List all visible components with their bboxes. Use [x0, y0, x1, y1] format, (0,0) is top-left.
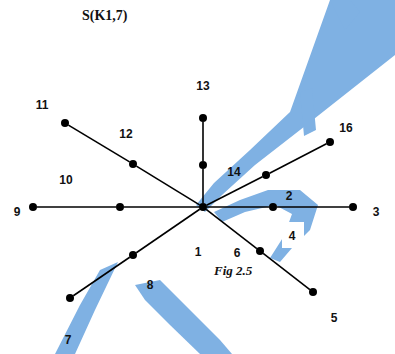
graph-edge: [136, 166, 199, 205]
watermark-notch: [282, 222, 304, 248]
vertex-label: 14: [227, 166, 240, 178]
watermark-hook: [214, 190, 318, 262]
watermark-band: [330, 0, 360, 30]
graph-vertex: 2: [262, 171, 270, 179]
figure-title: S(K1,7): [82, 8, 128, 24]
graph-vertex: 4: [269, 203, 277, 211]
graph-vertex: 10: [116, 203, 124, 211]
vertex-label: 4: [289, 230, 296, 242]
graph-vertex: 9: [29, 203, 37, 211]
watermark-band: [300, 88, 316, 136]
graph-edge: [37, 206, 116, 208]
graph-vertex: 1: [199, 203, 207, 211]
graph-edge: [263, 253, 310, 289]
graph-vertex: 12: [129, 160, 137, 168]
graph-edge: [202, 122, 204, 161]
graph-vertex: 5: [309, 288, 317, 296]
vertex-label: 12: [119, 128, 132, 140]
vertex-label: 13: [196, 80, 209, 92]
figure-caption: Fig 2.5: [214, 263, 252, 279]
graph-vertex: 16: [326, 138, 334, 146]
graph-vertex: 13: [199, 114, 207, 122]
vertex-label: 9: [14, 206, 21, 218]
vertex-label: 3: [373, 206, 380, 218]
graph-vertex: 6: [256, 247, 264, 255]
vertex-label: 10: [59, 174, 72, 186]
graph-edge: [124, 206, 199, 208]
watermark-band: [55, 262, 118, 354]
graph-vertex: 14: [199, 161, 207, 169]
graph-edge: [207, 206, 269, 208]
graph-vertex: 8: [129, 251, 137, 259]
vertex-label: 2: [286, 190, 293, 202]
vertex-label: 7: [65, 334, 72, 346]
vertex-label: 16: [339, 122, 352, 134]
graph-edge: [270, 144, 327, 173]
watermark-notch: [334, 118, 360, 140]
watermark-band: [196, 0, 395, 212]
vertex-label: 1: [195, 246, 202, 258]
vertex-label: 8: [147, 279, 154, 291]
graph-edge: [277, 206, 349, 208]
graph-vertex: 11: [61, 119, 69, 127]
watermark-band: [135, 280, 232, 354]
graph-vertex: 7: [66, 294, 74, 302]
vertex-label: 5: [331, 312, 338, 324]
graph-edge: [206, 209, 257, 248]
graph-edge: [207, 177, 263, 205]
graph-edge: [73, 257, 129, 295]
graph-edge: [202, 169, 204, 203]
graph-edge: [136, 209, 199, 252]
graph-vertex: 3: [349, 203, 357, 211]
vertex-label: 6: [234, 247, 241, 259]
vertex-label: 11: [36, 99, 49, 111]
